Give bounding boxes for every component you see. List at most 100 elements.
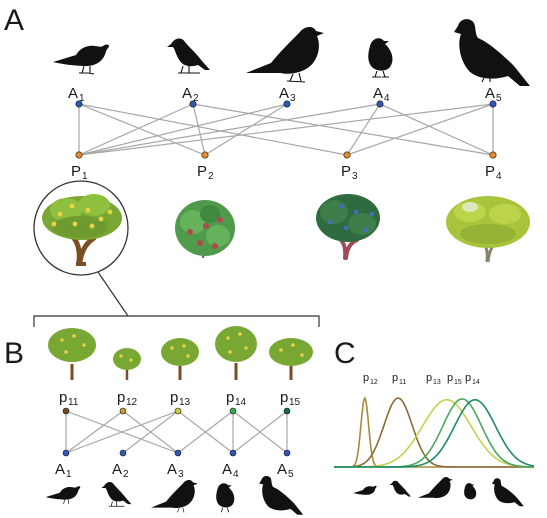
svg-text:3: 3 (352, 171, 358, 182)
node-label-p1: P 1 (71, 163, 88, 182)
bird-silhouette-a3-icon (246, 27, 324, 83)
distribution-curve-p14 (334, 398, 535, 468)
animal-node-b2 (119, 449, 127, 457)
plant-node-dot-p3 (343, 151, 351, 159)
network-edge-a2-p2 (192, 103, 206, 156)
tree-illustration-p15-icon (269, 338, 313, 380)
svg-text:4: 4 (496, 171, 502, 182)
plant-node-p1 (75, 151, 83, 159)
svg-text:p: p (59, 389, 67, 406)
svg-text:A: A (167, 461, 177, 478)
animal-node-dot-b5 (283, 449, 291, 457)
plant-node-dot-p14 (229, 407, 237, 415)
plant-node-p3 (343, 151, 351, 159)
animal-node-dot-b4 (229, 449, 237, 457)
node-label-b-a3: A 3 (167, 461, 184, 480)
svg-text:A: A (182, 85, 192, 102)
network-edge-p15-a4 (232, 410, 288, 454)
network-edge-a2-p1 (78, 103, 194, 156)
network-edge-a3-p2 (204, 103, 288, 156)
svg-text:1: 1 (82, 171, 88, 182)
node-label-b-a4: A 4 (222, 461, 239, 480)
network-edge-a2-p4 (192, 103, 494, 156)
node-label-a1: A 1 (68, 85, 85, 104)
network-edge-a4-p4 (379, 103, 494, 156)
plant-node-dot-p1 (75, 151, 83, 159)
svg-text:14: 14 (472, 379, 480, 386)
svg-text:A: A (485, 85, 495, 102)
svg-text:4: 4 (384, 93, 390, 104)
animal-node-dot-b1 (62, 449, 70, 457)
plant-node-dot-p13 (174, 407, 182, 415)
svg-text:1: 1 (66, 469, 72, 480)
bird-silhouette-a2-icon (167, 38, 210, 74)
network-edge-p14-a3 (177, 410, 234, 454)
bird-silhouette-c2-icon (389, 480, 411, 497)
svg-text:15: 15 (289, 397, 301, 408)
animal-node-dot-a5 (489, 100, 497, 108)
node-label-a3: A 3 (279, 85, 296, 104)
animal-node-b5 (283, 449, 291, 457)
svg-text:P: P (485, 163, 495, 180)
bird-silhouette-a1-icon (53, 44, 110, 75)
svg-text:1: 1 (79, 93, 85, 104)
animal-node-a4 (376, 100, 384, 108)
animal-node-a1 (75, 100, 83, 108)
node-label-p13: p 13 (170, 389, 191, 408)
tree-illustration-p12-icon (113, 348, 141, 380)
panel-letter-a: A (4, 4, 24, 37)
tree-illustration-p1-icon (42, 194, 122, 266)
svg-text:A: A (277, 461, 287, 478)
plant-node-dot-p12 (119, 407, 127, 415)
bird-silhouette-c3-icon (417, 477, 453, 499)
svg-text:14: 14 (235, 397, 247, 408)
svg-text:P: P (71, 163, 81, 180)
tree-illustration-p3-icon (316, 194, 380, 260)
svg-text:p: p (392, 372, 398, 384)
svg-text:13: 13 (179, 397, 191, 408)
node-label-b-a1: A 1 (55, 461, 72, 480)
plant-node-p2 (201, 151, 209, 159)
distribution-curve-p11 (334, 397, 534, 468)
svg-text:A: A (222, 461, 232, 478)
svg-text:A: A (279, 85, 289, 102)
animal-node-dot-a4 (376, 100, 384, 108)
tree-illustration-p4-icon (446, 196, 530, 263)
svg-text:3: 3 (178, 469, 184, 480)
node-label-p12: p 12 (117, 389, 138, 408)
network-edges-a (78, 103, 494, 156)
network-edge-a1-p3 (78, 103, 348, 156)
animal-node-dot-b2 (119, 449, 127, 457)
bird-silhouette-b1-icon (45, 486, 81, 505)
network-edge-a4-p3 (346, 103, 381, 156)
node-label-b-a2: A 2 (112, 461, 129, 480)
bird-silhouette-b5-icon (259, 475, 304, 515)
svg-text:A: A (55, 461, 65, 478)
svg-text:A: A (373, 85, 383, 102)
svg-text:4: 4 (233, 469, 239, 480)
network-edges-b (65, 410, 288, 454)
node-label-a5: A 5 (485, 85, 502, 104)
node-label-p15: p 15 (280, 389, 301, 408)
plant-node-p14 (229, 407, 237, 415)
node-label-p2: P 2 (197, 163, 214, 182)
svg-text:p: p (280, 389, 288, 406)
animal-node-a3 (283, 100, 291, 108)
node-label-p4: P 4 (485, 163, 502, 182)
svg-text:P: P (341, 163, 351, 180)
network-edge-a3-p1 (78, 103, 288, 156)
animal-node-b1 (62, 449, 70, 457)
svg-text:A: A (68, 85, 78, 102)
plant-node-p15 (283, 407, 291, 415)
chart-curves (334, 396, 535, 468)
animal-node-dot-a1 (75, 100, 83, 108)
svg-text:12: 12 (126, 397, 138, 408)
bird-silhouette-a5-icon (454, 19, 530, 87)
panel-letter-c: C (334, 337, 356, 370)
bird-silhouette-b3-icon (151, 480, 198, 513)
svg-text:12: 12 (370, 379, 378, 386)
